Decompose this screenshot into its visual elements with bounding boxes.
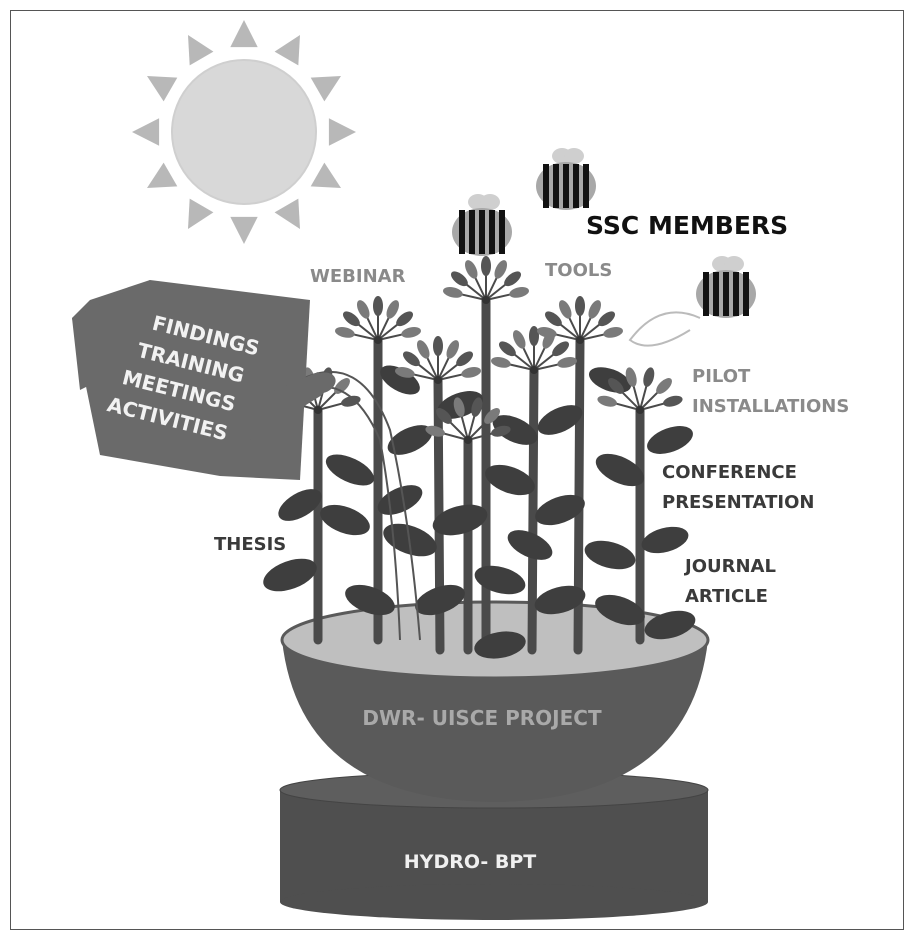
water-stream — [299, 370, 421, 641]
plant-leaves — [263, 365, 696, 659]
leaf — [380, 365, 420, 395]
leaf — [534, 585, 586, 615]
leaf — [644, 610, 696, 640]
flower — [443, 256, 529, 304]
leaf — [432, 504, 488, 536]
leaf — [584, 540, 636, 570]
leaf — [647, 426, 693, 454]
leaf — [535, 494, 585, 526]
pot-label: DWR- UISCE PROJECT — [362, 706, 602, 730]
label-pilot: PILOT — [692, 366, 751, 387]
leaf — [537, 405, 583, 435]
label-webinar: WEBINAR — [310, 266, 406, 287]
leaf — [278, 489, 322, 521]
leaf — [415, 584, 465, 616]
sun-ray — [310, 162, 341, 188]
label-thesis: THESIS — [214, 534, 286, 555]
bee-icon — [536, 148, 596, 210]
leaf — [507, 530, 553, 560]
label-article: ARTICLE — [685, 586, 768, 607]
base-label: HYDRO- BPT — [404, 851, 536, 873]
bees — [452, 148, 756, 318]
leaf — [325, 454, 375, 486]
leaf — [474, 565, 526, 595]
flower — [425, 397, 511, 444]
label-conference: CONFERENCE — [662, 462, 797, 483]
label-presentation: PRESENTATION — [662, 492, 814, 513]
label-tools: TOOLS — [545, 260, 612, 281]
sun-ray — [132, 118, 160, 146]
label-journal: JOURNAL — [683, 556, 776, 577]
stem — [527, 365, 539, 655]
sun-ray — [230, 20, 258, 48]
label-installations: INSTALLATIONS — [692, 396, 849, 417]
bee-icon — [452, 194, 512, 256]
leaf — [641, 526, 689, 554]
leaf — [320, 504, 370, 536]
sun-ray — [310, 76, 341, 102]
leaf — [492, 415, 538, 445]
flower — [537, 296, 623, 344]
leaf — [595, 594, 645, 626]
sun-ray — [328, 118, 356, 146]
label-ssc-members: SSC MEMBERS — [586, 211, 788, 240]
leaf — [595, 453, 645, 487]
leaf — [345, 584, 395, 616]
plant-flowers — [275, 256, 683, 444]
sun-rays — [132, 20, 356, 244]
flower — [491, 326, 577, 374]
leaf — [485, 464, 535, 496]
flower — [335, 296, 421, 344]
sun-ray — [274, 35, 300, 66]
sun-ray — [188, 35, 214, 66]
sun-ray — [274, 198, 300, 229]
watering-can-icon: FINDINGS TRAINING MEETINGS ACTIVITIES — [72, 280, 336, 480]
sun-ray — [147, 76, 178, 102]
sun-ray — [230, 216, 258, 244]
leaf — [263, 558, 317, 592]
frame-border — [10, 10, 904, 930]
sun-icon — [132, 20, 356, 244]
sun-ray — [188, 198, 214, 229]
sun-ray — [147, 162, 178, 188]
bee-icon — [696, 256, 756, 318]
bee-flight-trail — [628, 311, 701, 347]
flower — [395, 336, 481, 384]
leaf — [474, 631, 526, 659]
flower — [597, 367, 683, 414]
leaf — [387, 425, 433, 455]
